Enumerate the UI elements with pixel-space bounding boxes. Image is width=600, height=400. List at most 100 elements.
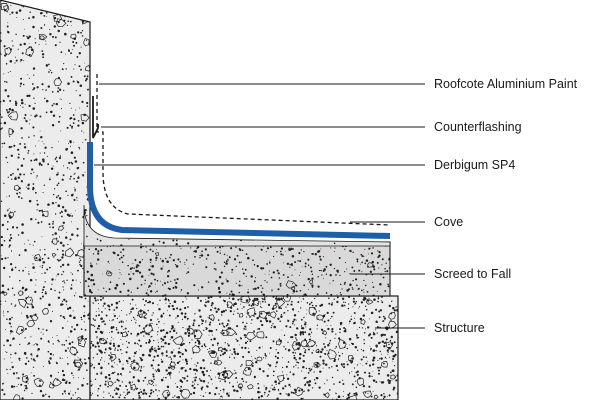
concrete-speckle	[151, 348, 154, 351]
concrete-speckle	[113, 309, 116, 311]
concrete-speckle	[107, 272, 109, 274]
concrete-speckle	[135, 319, 137, 321]
concrete-speckle	[140, 331, 142, 334]
concrete-speckle	[23, 173, 25, 176]
concrete-speckle	[177, 258, 180, 261]
concrete-speckle	[311, 277, 314, 280]
concrete-speckle	[253, 315, 255, 317]
concrete-speckle	[24, 327, 27, 330]
concrete-speckle	[57, 259, 60, 262]
concrete-speckle	[43, 253, 46, 256]
concrete-speckle	[80, 328, 83, 331]
concrete-speckle	[273, 325, 277, 329]
concrete-speckle	[122, 343, 124, 345]
concrete-speckle	[265, 355, 268, 357]
concrete-speckle	[96, 341, 99, 343]
concrete-speckle	[290, 386, 292, 388]
concrete-speckle	[158, 307, 161, 311]
concrete-speckle	[338, 358, 340, 359]
concrete-speckle	[71, 163, 73, 165]
concrete-speckle	[23, 60, 25, 62]
concrete-speckle	[52, 223, 54, 225]
concrete-speckle	[364, 284, 367, 287]
concrete-speckle	[151, 314, 153, 316]
concrete-speckle	[223, 347, 226, 351]
concrete-speckle	[41, 53, 45, 56]
concrete-speckle	[137, 379, 140, 382]
concrete-speckle	[0, 205, 1, 207]
concrete-speckle	[387, 217, 390, 220]
concrete-speckle	[77, 357, 79, 359]
concrete-speckle	[0, 52, 1, 54]
concrete-speckle	[129, 277, 132, 281]
concrete-speckle	[245, 253, 248, 255]
concrete-speckle	[7, 288, 10, 291]
concrete-speckle	[331, 366, 333, 368]
concrete-speckle	[327, 319, 330, 322]
concrete-speckle	[275, 349, 277, 351]
concrete-speckle	[252, 387, 254, 389]
concrete-speckle	[136, 335, 138, 337]
concrete-speckle	[114, 381, 116, 383]
concrete-speckle	[91, 285, 93, 287]
aggregate-stone	[148, 379, 155, 386]
concrete-speckle	[277, 388, 280, 391]
concrete-speckle	[371, 281, 374, 283]
concrete-speckle	[392, 354, 396, 358]
aggregate-stone	[41, 308, 49, 315]
concrete-speckle	[393, 386, 396, 389]
concrete-speckle	[300, 300, 302, 302]
concrete-speckle	[245, 275, 247, 278]
concrete-speckle	[85, 223, 88, 226]
concrete-speckle	[178, 347, 180, 350]
concrete-speckle	[11, 11, 14, 14]
concrete-speckle	[329, 206, 332, 209]
concrete-speckle	[17, 148, 20, 151]
concrete-speckle	[280, 307, 283, 310]
concrete-speckle	[12, 172, 14, 175]
concrete-speckle	[47, 5, 50, 8]
concrete-speckle	[266, 263, 268, 265]
concrete-speckle	[186, 319, 188, 321]
concrete-speckle	[148, 395, 151, 398]
concrete-speckle	[58, 291, 61, 294]
concrete-speckle	[179, 360, 181, 362]
concrete-speckle	[168, 373, 171, 376]
concrete-speckle	[295, 358, 297, 361]
concrete-speckle	[159, 299, 161, 302]
concrete-speckle	[28, 17, 30, 19]
concrete-speckle	[183, 315, 187, 319]
concrete-speckle	[143, 316, 146, 319]
concrete-speckle	[180, 248, 182, 250]
concrete-speckle	[96, 327, 99, 330]
concrete-speckle	[224, 367, 226, 369]
concrete-speckle	[28, 271, 30, 273]
concrete-speckle	[333, 251, 335, 253]
concrete-speckle	[117, 331, 120, 334]
concrete-speckle	[131, 386, 133, 389]
concrete-speckle	[308, 383, 311, 387]
concrete-speckle	[129, 371, 131, 373]
concrete-speckle	[67, 20, 70, 23]
concrete-speckle	[69, 306, 72, 309]
label-derbigum: Derbigum SP4	[434, 158, 515, 172]
concrete-speckle	[282, 357, 283, 359]
concrete-speckle	[138, 339, 141, 342]
concrete-speckle	[222, 332, 225, 335]
concrete-speckle	[362, 314, 365, 317]
label-roofcote: Roofcote Aluminium Paint	[434, 77, 578, 91]
concrete-speckle	[244, 346, 247, 350]
concrete-speckle	[108, 346, 111, 350]
concrete-speckle	[383, 392, 385, 395]
concrete-speckle	[6, 210, 8, 212]
concrete-speckle	[51, 35, 55, 38]
concrete-speckle	[267, 217, 269, 220]
concrete-speckle	[66, 279, 68, 281]
concrete-speckle	[3, 393, 6, 396]
concrete-speckle	[387, 348, 389, 350]
concrete-speckle	[218, 323, 221, 326]
concrete-speckle	[82, 257, 84, 258]
concrete-speckle	[272, 340, 275, 343]
concrete-speckle	[137, 343, 139, 345]
concrete-speckle	[318, 263, 320, 265]
